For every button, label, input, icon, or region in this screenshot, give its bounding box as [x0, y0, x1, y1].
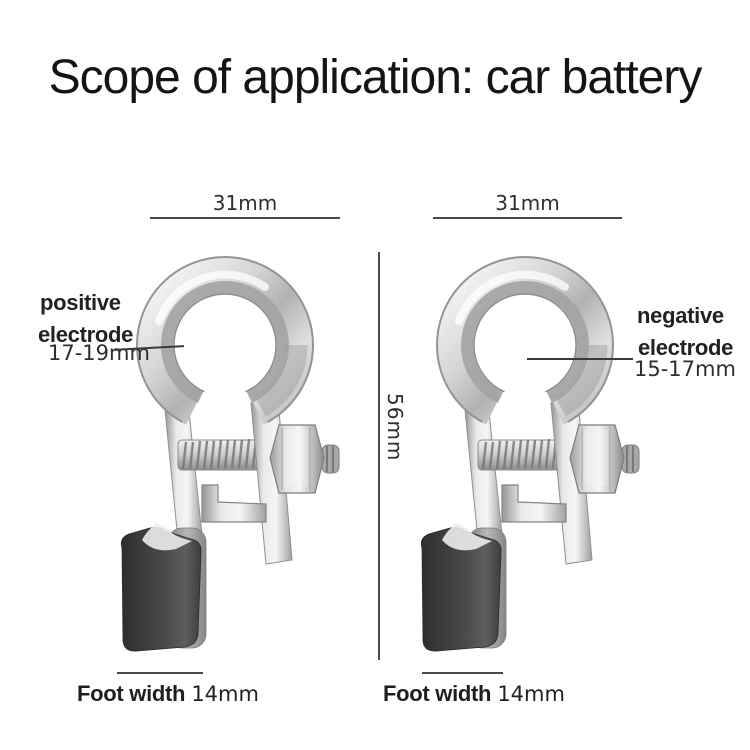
battery-clamp-image-right [412, 242, 644, 654]
foot-width-label-right: Foot width [383, 681, 492, 706]
top-width-label-left: 31mm [212, 191, 278, 215]
top-width-label-right: 31mm [495, 191, 560, 215]
top-width-line-left [150, 217, 340, 219]
foot-width-size-right: 14mm [497, 682, 565, 706]
electrode-label-right-line2: electrode [638, 335, 734, 360]
electrode-label-left-line2: electrode [38, 322, 134, 347]
electrode-size-left: 17-19mm [48, 341, 150, 365]
height-dim-line [378, 252, 380, 660]
foot-width-line-right [422, 672, 503, 674]
height-dim-label: 56mm [383, 393, 407, 462]
top-width-line-right [433, 217, 622, 219]
foot-width-label-left: Foot width [77, 681, 186, 706]
page-title: Scope of application: car battery [48, 51, 703, 104]
foot-width-line-left [117, 672, 203, 674]
electrode-label-positive: positive [40, 290, 121, 315]
electrode-label-negative: negative [637, 303, 724, 328]
foot-width-size-left: 14mm [191, 682, 259, 706]
foot-width-text-right: Foot width 14mm [383, 681, 565, 707]
battery-clamp-image-left [112, 242, 344, 654]
leader-line-right [527, 358, 633, 360]
foot-width-text-left: Foot width 14mm [77, 681, 259, 707]
electrode-size-right: 15-17mm [634, 357, 736, 381]
